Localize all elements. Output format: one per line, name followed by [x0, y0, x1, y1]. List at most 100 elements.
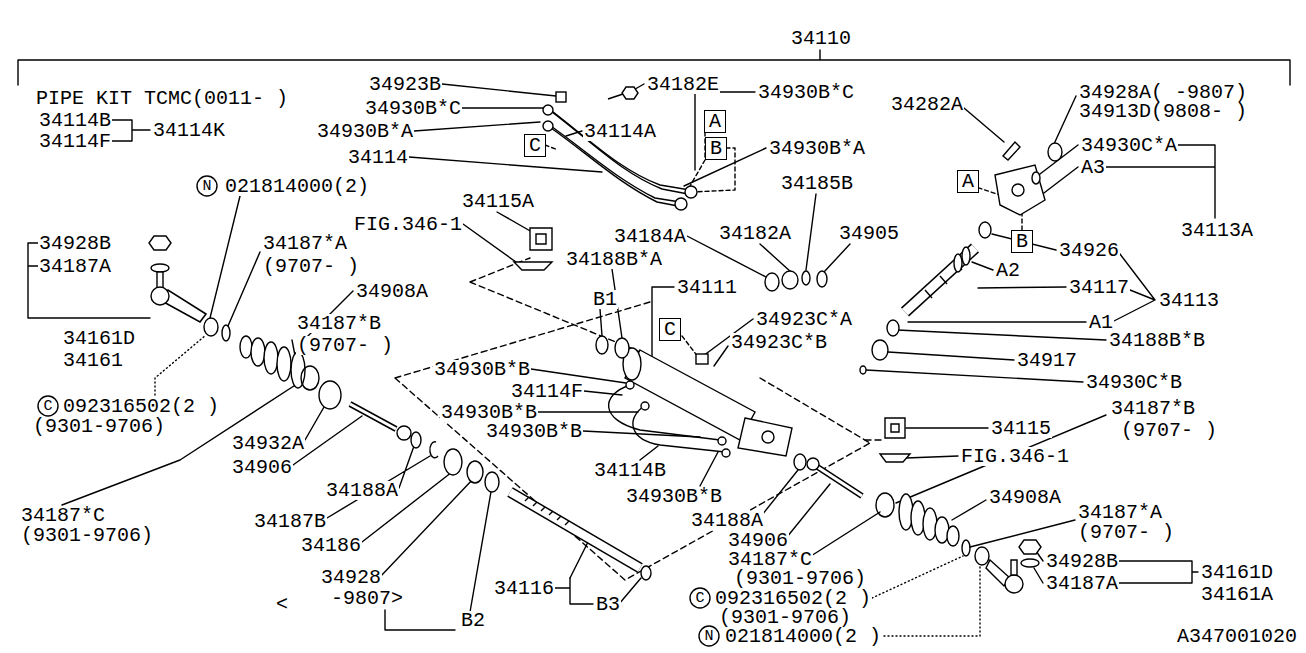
part-drawing — [264, 342, 278, 374]
circled-letter: C — [689, 587, 711, 609]
part-drawing — [696, 354, 708, 364]
part-drawing — [596, 336, 608, 354]
callout-number: 34930B*A — [768, 139, 866, 158]
callout-number: 092316502(2 ) — [62, 397, 220, 416]
node-text: N — [704, 629, 713, 644]
callout-number: (9707- ) — [1077, 523, 1175, 542]
callout-number: 34114 — [347, 148, 409, 167]
part-drawing — [545, 132, 1022, 362]
node-text: B — [710, 139, 722, 158]
callout-number: 34111 — [676, 278, 738, 297]
callout-number: 34113A — [1180, 221, 1254, 240]
part-drawing — [1019, 540, 1041, 554]
part-drawing — [615, 338, 629, 358]
callout-number: 34188A — [325, 481, 399, 500]
callout-number: 34928A( -9807) — [1078, 83, 1248, 102]
callout-number: 34928B — [1045, 552, 1119, 571]
callout-number: 34114B — [38, 111, 112, 130]
part-drawing — [905, 248, 975, 312]
callout-number: 34184A — [613, 227, 687, 246]
part-drawing — [816, 466, 862, 496]
callout-number: 34930B*B — [485, 422, 583, 441]
part-drawing — [622, 87, 638, 99]
part-drawing — [1005, 575, 1023, 593]
part-drawing — [609, 385, 720, 440]
part-drawing — [1011, 560, 1017, 575]
part-drawing — [872, 340, 888, 360]
node-text: B — [1016, 232, 1028, 251]
part-drawing — [782, 271, 798, 289]
callout-number: 34187*A — [262, 234, 348, 253]
part-drawing — [1021, 559, 1039, 567]
node-text: C — [529, 136, 541, 155]
callout-number: 34114A — [583, 122, 657, 141]
callout-number: 34114F — [38, 132, 112, 151]
callout-number: 34161D — [1200, 563, 1274, 582]
part-drawing — [765, 273, 779, 291]
part-drawing — [962, 247, 970, 265]
callout-number: 34930B*A — [316, 122, 414, 141]
callout-number: 34928 — [320, 568, 382, 587]
callout-number: 34186 — [300, 536, 362, 555]
part-drawing — [112, 120, 150, 141]
part-drawing — [28, 243, 150, 318]
part-drawing — [18, 50, 1290, 636]
boxed-letter: B — [705, 137, 727, 160]
part-drawing — [444, 449, 462, 475]
node-text: A — [709, 112, 721, 131]
circled-letter: C — [37, 395, 59, 417]
part-drawing — [525, 497, 569, 525]
callout-number: 34923C*B — [730, 333, 828, 352]
callout-number: (9301-9706) — [733, 569, 867, 588]
part-drawing — [1048, 143, 1062, 161]
part-drawing — [149, 236, 651, 580]
part-drawing — [467, 461, 483, 483]
callout-number: FIG.346-1 — [353, 215, 463, 234]
part-drawing — [685, 186, 697, 198]
part-drawing — [954, 254, 962, 272]
part-drawing — [1104, 145, 1215, 218]
part-drawing — [975, 547, 989, 565]
part-drawing — [860, 366, 866, 374]
part-drawing — [675, 198, 687, 210]
part-drawing — [556, 92, 566, 102]
part-drawing — [251, 338, 265, 366]
node-text: A — [962, 172, 974, 191]
part-drawing — [157, 272, 163, 288]
callout-number: 34182A — [718, 224, 792, 243]
callout-number: 021814000(2) — [224, 177, 370, 196]
boxed-letter: C — [524, 134, 546, 157]
callout-number: 34115A — [461, 192, 535, 211]
circle-outline — [38, 396, 58, 416]
callout-number: A347001020 — [1176, 627, 1298, 646]
part-drawing — [762, 431, 774, 443]
part-drawing — [979, 222, 991, 238]
part-drawing — [860, 142, 1062, 374]
part-drawing — [149, 236, 171, 250]
callout-number: 34928B — [38, 234, 112, 253]
callout-number: B2 — [460, 611, 486, 630]
callout-number: 34114B — [593, 461, 667, 480]
callout-number: (9301-9706) — [32, 417, 166, 436]
circle-outline — [690, 588, 710, 608]
callout-number: 34905 — [838, 224, 900, 243]
callout-number: 34187A — [1045, 574, 1119, 593]
callout-number: 34930B*C — [757, 83, 855, 102]
callout-number: (9301-9706) — [20, 526, 154, 545]
part-drawing — [430, 442, 438, 458]
node-text: C — [43, 399, 52, 414]
part-drawing — [514, 262, 552, 270]
callout-number: 34117 — [1068, 278, 1130, 297]
callout-number: 34923C*A — [755, 310, 853, 329]
callout-number: (9707- ) — [262, 257, 360, 276]
callout-number: 34930B*B — [433, 360, 531, 379]
part-drawing — [222, 325, 230, 341]
callout-number: 34187*C — [20, 506, 106, 525]
part-drawing — [530, 228, 552, 250]
callout-number: 34923B — [368, 75, 442, 94]
part-drawing — [802, 271, 810, 285]
callout-number: 34906 — [727, 531, 789, 550]
callout-number: 34926 — [1058, 241, 1120, 260]
callout-number: 021814000(2 ) — [724, 627, 882, 646]
callout-number: 34188B*B — [1108, 331, 1206, 350]
